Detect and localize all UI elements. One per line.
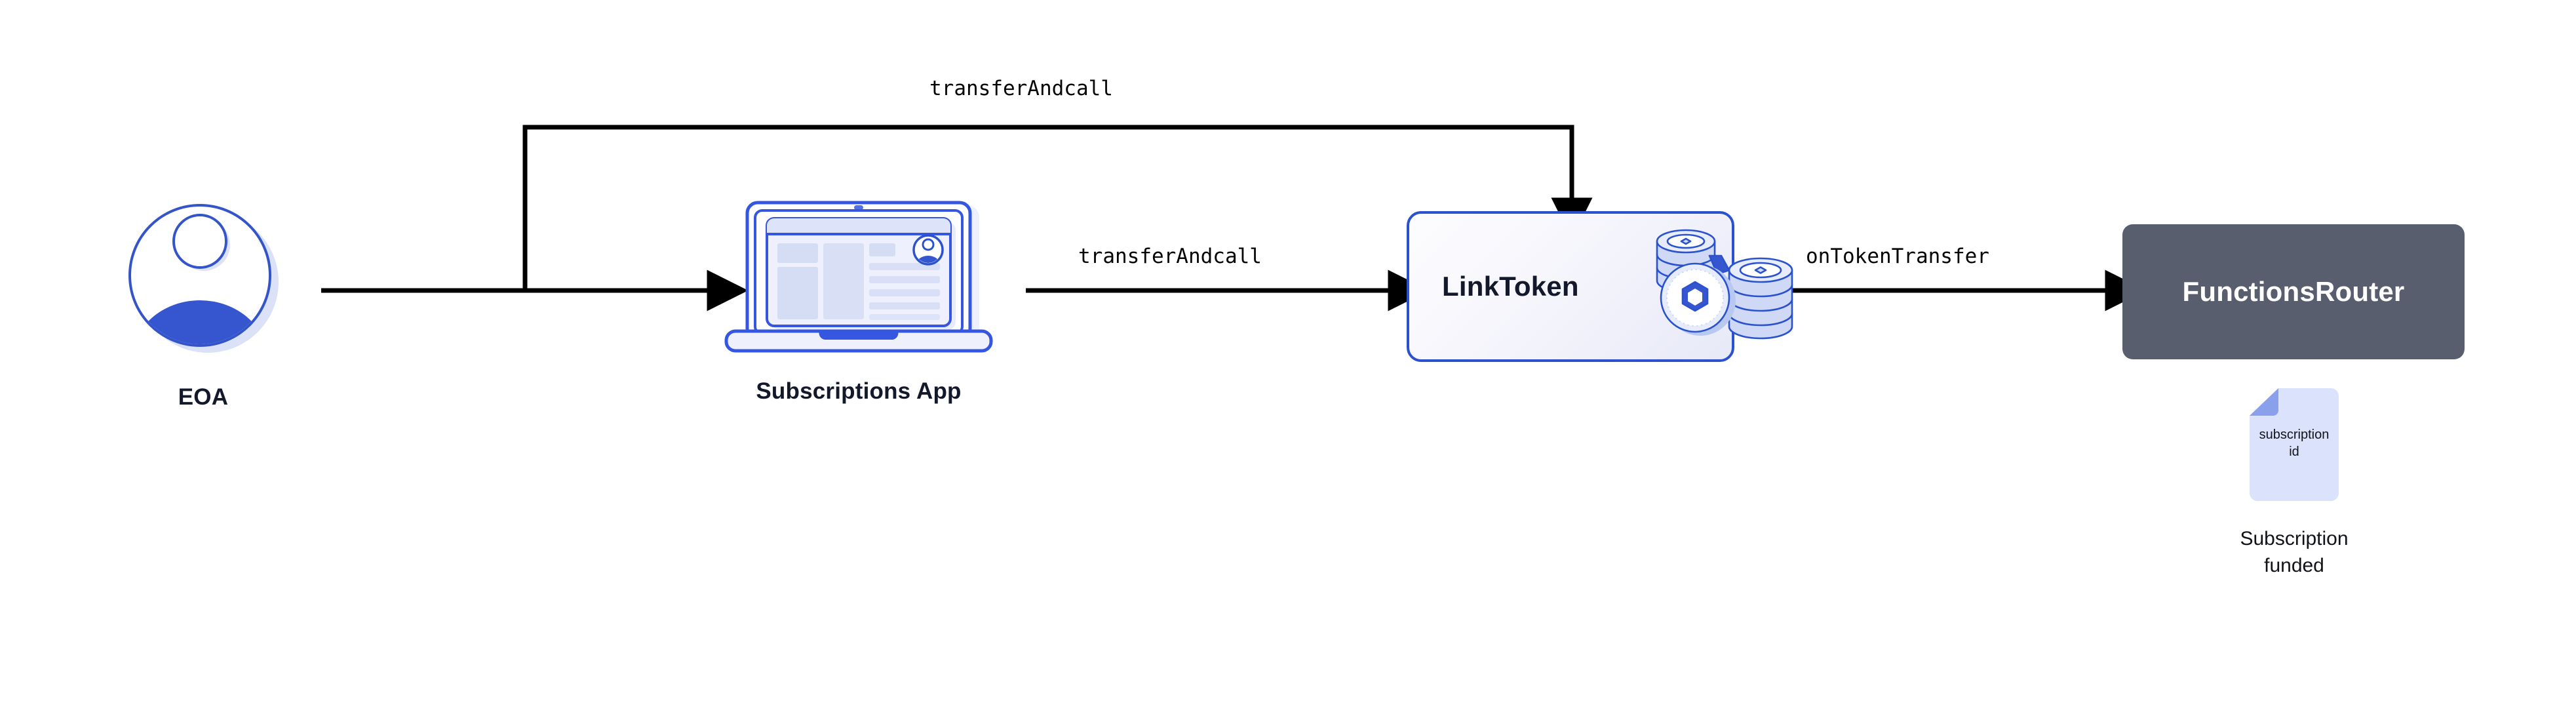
document-text-line2: id (2289, 445, 2299, 460)
document-text: subscription id (2248, 426, 2340, 461)
laptop-icon (721, 193, 996, 357)
caption-line2: funded (2264, 554, 2324, 576)
node-functions-router: FunctionsRouter (2122, 224, 2465, 359)
node-link-token: LinkToken (1407, 211, 1734, 362)
node-eoa: EOA (105, 197, 302, 410)
node-label-subscription-funded: Subscription funded (2127, 526, 2461, 579)
caption-line1: Subscription (2240, 528, 2349, 549)
node-label-subscriptions-app: Subscriptions App (756, 378, 962, 404)
edge-label-transfer-and-call-middle: transferAndcall (1078, 245, 1262, 268)
document-icon: subscription id (2248, 387, 2340, 502)
document-text-line1: subscription (2259, 428, 2330, 442)
edge-eoa-to-linktoken (522, 125, 1593, 290)
user-avatar-icon (121, 197, 285, 361)
node-subscriptions-app: Subscriptions App (695, 193, 1023, 405)
edge-label-transfer-and-call-top: transferAndcall (929, 77, 1113, 100)
node-subscription-doc: subscription id Subscription funded (2127, 387, 2461, 579)
node-label-eoa: EOA (178, 384, 229, 410)
edge-label-on-token-transfer: onTokenTransfer (1806, 245, 1989, 268)
node-label-functions-router: FunctionsRouter (2182, 276, 2405, 307)
node-label-link-token: LinkToken (1442, 271, 1579, 302)
